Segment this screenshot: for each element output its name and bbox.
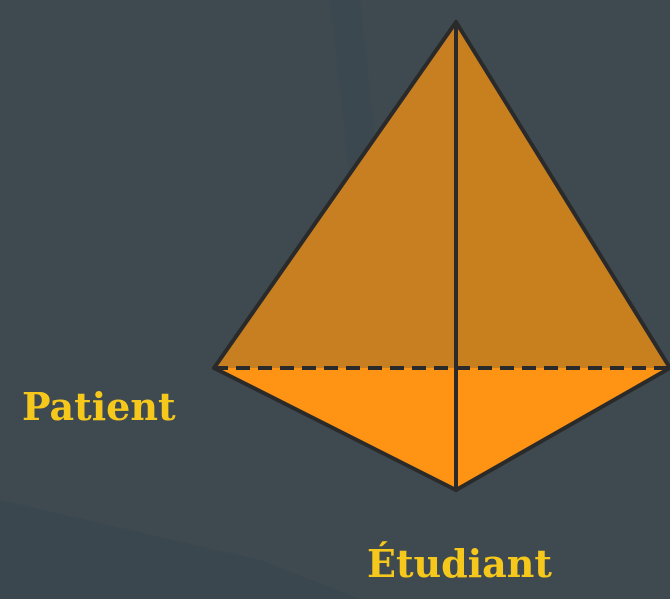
- pyramid-edge-bottom-left: [212, 366, 458, 492]
- label-etudiant: Étudiant: [367, 541, 552, 586]
- background-streak: [0, 500, 360, 599]
- pyramid-edge-left: [212, 20, 458, 370]
- label-patient: Patient: [22, 384, 176, 429]
- background-streak: [330, 0, 380, 180]
- pyramid-edge-bottom-right: [454, 366, 670, 492]
- pyramid-edge-right: [454, 20, 670, 370]
- pyramid-icon: [212, 20, 670, 492]
